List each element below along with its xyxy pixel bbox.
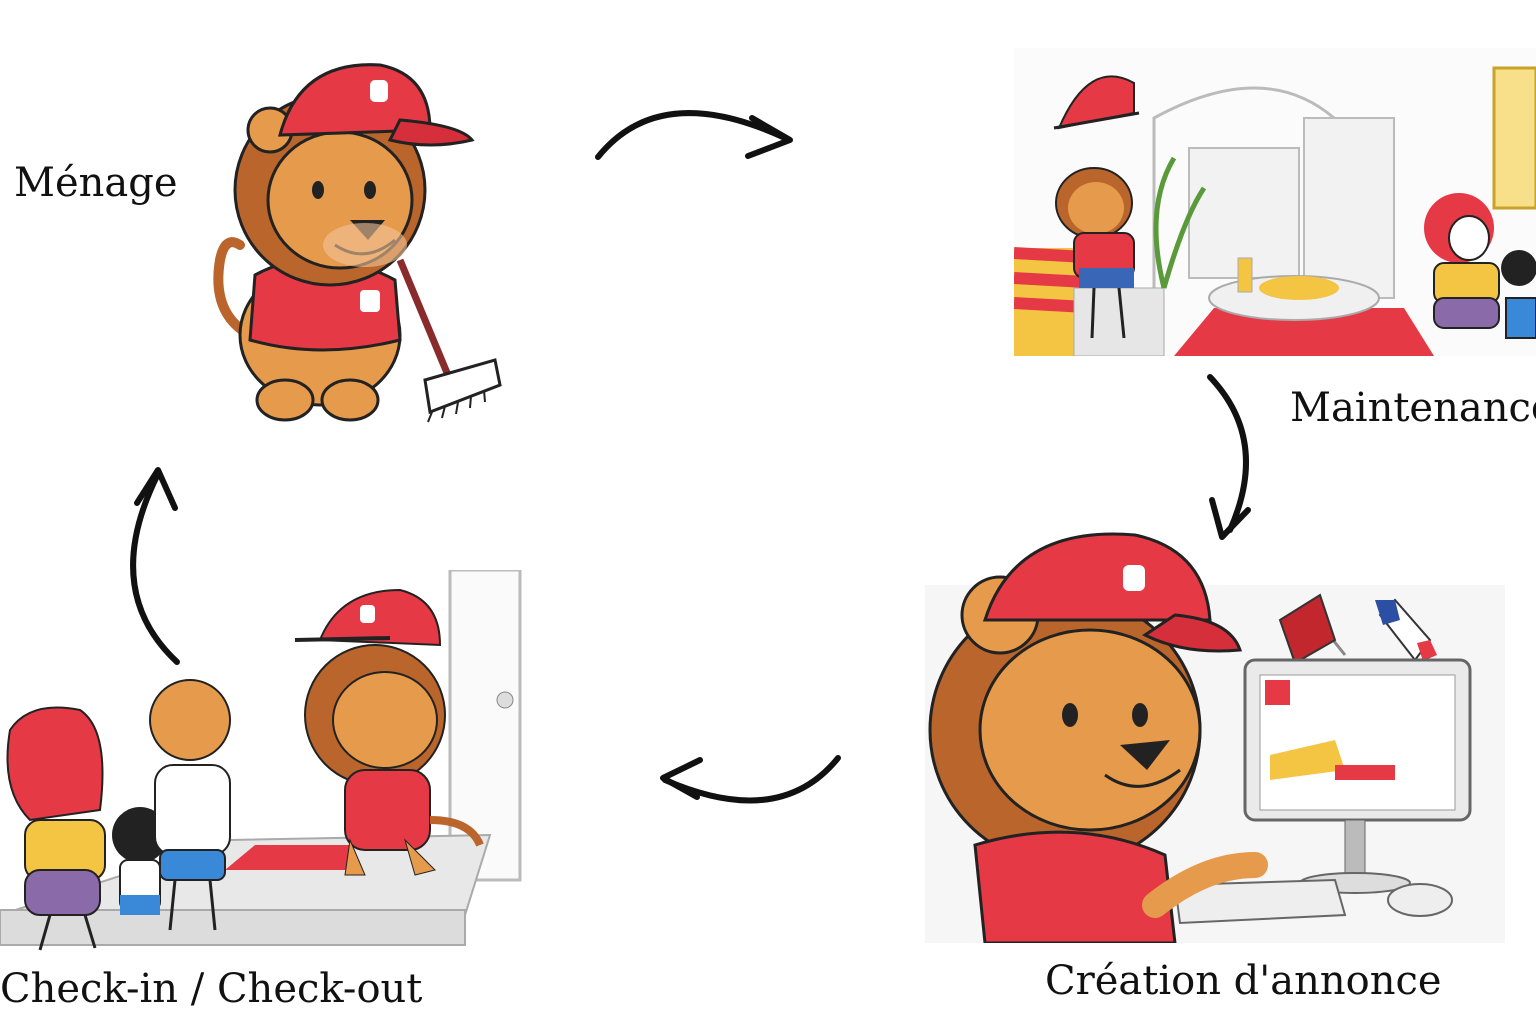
checkin-illustration [0, 570, 530, 955]
creation-illustration [925, 525, 1505, 943]
step-label-checkin: Check-in / Check-out [0, 966, 423, 1012]
lion-broom-illustration [213, 63, 502, 423]
lion-computer-scene [925, 532, 1505, 943]
maintenance-illustration [1014, 48, 1536, 356]
step-label-maintenance: Maintenance [1290, 385, 1536, 431]
step-label-creation: Création d'annonce [1045, 958, 1442, 1004]
arrow-menage-to-maintenance [595, 110, 793, 160]
step-label-menage: Ménage [14, 160, 178, 206]
living-room-scene [1014, 48, 1536, 356]
arrow-maintenance-to-creation [1207, 374, 1251, 540]
arrow-checkin-to-menage [130, 467, 180, 665]
lion-welcome-scene [0, 570, 522, 951]
menage-illustration [200, 40, 510, 430]
arrow-creation-to-checkin [660, 755, 841, 804]
